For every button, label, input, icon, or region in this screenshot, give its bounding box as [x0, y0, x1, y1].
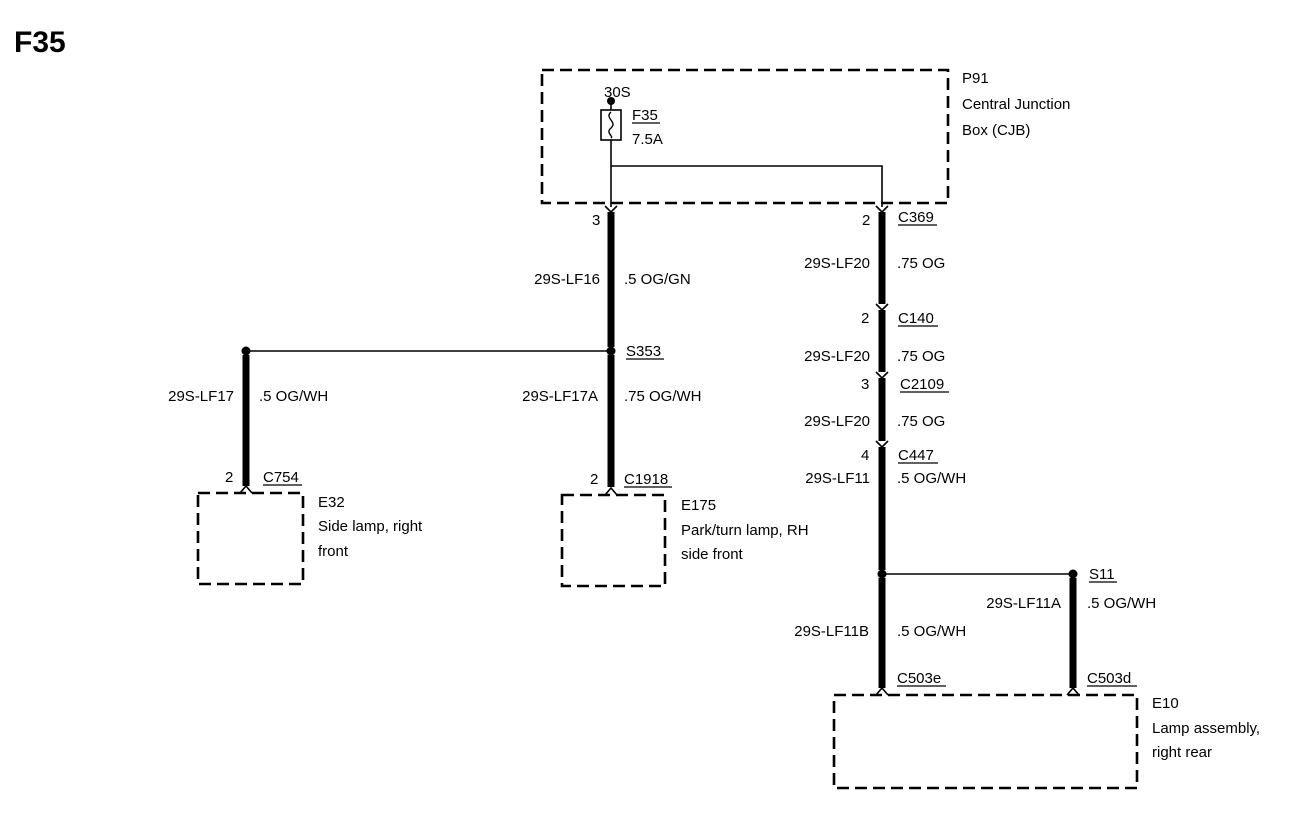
e32-ref: E32: [318, 494, 345, 511]
fuse-id: F35: [632, 107, 658, 124]
e175-ref: E175: [681, 497, 716, 514]
cjb-box: [540, 68, 950, 205]
c140-pin: 2: [861, 310, 869, 327]
e32-line2: front: [318, 543, 349, 560]
cjb-pin-left: 3: [592, 212, 600, 229]
e10-box: [832, 693, 1139, 790]
lf20c-circuit: 29S-LF20: [804, 413, 870, 430]
lf11a-gauge: .5 OG/WH: [1087, 595, 1156, 612]
splice-s11-dot: [1068, 569, 1078, 579]
e32-box: [196, 491, 305, 586]
cjb-internal-wire: [611, 165, 883, 207]
e175-line2: side front: [681, 546, 744, 563]
lf16-gauge: .5 OG/GN: [624, 271, 691, 288]
e10-line2: right rear: [1152, 744, 1212, 761]
lf20c-gauge: .75 OG: [897, 413, 945, 430]
c2109-terminal-icon: [875, 371, 889, 380]
lf16-circuit: 29S-LF16: [534, 271, 600, 288]
c754-pin: 2: [225, 469, 233, 486]
branch-left-dot: [241, 346, 251, 356]
lf20a-circuit: 29S-LF20: [804, 255, 870, 272]
c369-label: C369: [898, 209, 934, 226]
e10-ref: E10: [1152, 695, 1179, 712]
fuse-element-icon: [608, 111, 614, 139]
lf17a-gauge: .75 OG/WH: [624, 388, 702, 405]
lf17-gauge: .5 OG/WH: [259, 388, 328, 405]
c1918-label: C1918: [624, 471, 668, 488]
c447-terminal-icon: [875, 440, 889, 449]
lf11b-gauge: .5 OG/WH: [897, 623, 966, 640]
c503e-terminal-icon: [875, 686, 889, 696]
feed-30s-label: 30S: [604, 84, 631, 101]
c754-terminal-icon: [239, 484, 253, 494]
lf20a-gauge: .75 OG: [897, 255, 945, 272]
lf11a-circuit: 29S-LF11A: [986, 595, 1061, 612]
c503d-terminal-icon: [1066, 686, 1080, 696]
lf11-gauge: .5 OG/WH: [897, 470, 966, 487]
c503e-label: C503e: [897, 670, 941, 687]
e32-line1: Side lamp, right: [318, 518, 423, 535]
cjb-name-line2: Box (CJB): [962, 122, 1030, 139]
c1918-pin: 2: [590, 471, 598, 488]
cjb-pin-right: 2: [862, 212, 870, 229]
c1918-terminal-icon: [604, 486, 618, 496]
c754-label: C754: [263, 469, 299, 486]
c447-label: C447: [898, 447, 934, 464]
cjb-ref: P91: [962, 70, 989, 87]
lf17-circuit: 29S-LF17: [168, 388, 234, 405]
c2109-label: C2109: [900, 376, 944, 393]
lf20b-circuit: 29S-LF20: [804, 348, 870, 365]
c140-terminal-icon: [875, 303, 889, 312]
e10-line1: Lamp assembly,: [1152, 720, 1260, 737]
c503d-label: C503d: [1087, 670, 1131, 687]
page-title: F35: [14, 26, 66, 59]
lf17a-circuit: 29S-LF17A: [522, 388, 598, 405]
lf20b-gauge: .75 OG: [897, 348, 945, 365]
lf11-circuit: 29S-LF11: [805, 470, 870, 487]
lf11b-circuit: 29S-LF11B: [794, 623, 869, 640]
cjb-name-line1: Central Junction: [962, 96, 1070, 113]
c140-label: C140: [898, 310, 934, 327]
splice-s353-label: S353: [626, 343, 661, 360]
splice-s11-label: S11: [1089, 566, 1115, 583]
c2109-pin: 3: [861, 376, 869, 393]
fuse-rating: 7.5A: [632, 131, 663, 148]
c447-pin: 4: [861, 447, 869, 464]
e175-box: [560, 493, 667, 588]
e175-line1: Park/turn lamp, RH: [681, 522, 809, 539]
